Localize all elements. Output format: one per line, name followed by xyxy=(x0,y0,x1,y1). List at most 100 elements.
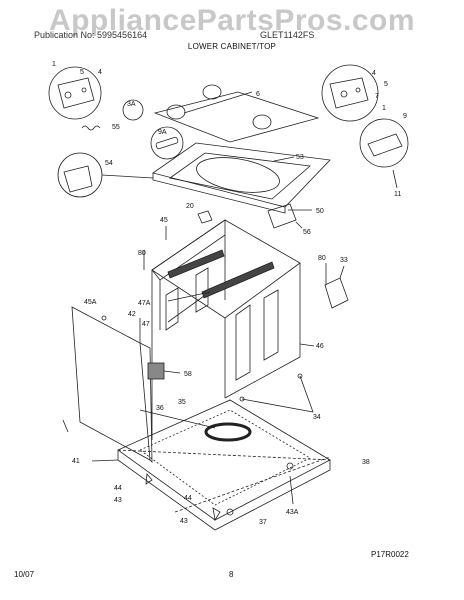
callout-7: 7 xyxy=(375,93,379,100)
front-panel-edge xyxy=(139,342,153,463)
callout-36: 36 xyxy=(156,405,164,412)
callout-4-right: 4 xyxy=(372,70,376,77)
callout-55: 55 xyxy=(112,124,120,131)
callout-47a: 47A xyxy=(138,300,151,307)
bracket-33 xyxy=(324,277,349,309)
part-3a-circle xyxy=(122,99,144,121)
model-number: GLET1142FS xyxy=(260,30,315,40)
callout-6: 6 xyxy=(256,91,260,98)
foot-37 xyxy=(226,508,234,516)
cabinet-back-top xyxy=(151,219,226,281)
latch-detail-right xyxy=(359,118,409,168)
leader-6 xyxy=(183,91,253,114)
base-edge xyxy=(117,450,331,531)
callout-5: 5 xyxy=(80,69,84,76)
callout-1: 1 xyxy=(52,61,56,68)
callout-46: 46 xyxy=(316,343,324,350)
callout-53: 53 xyxy=(296,154,304,161)
callout-4: 4 xyxy=(98,69,102,76)
callout-54: 54 xyxy=(105,160,113,167)
cabinet-top-inner xyxy=(169,152,311,200)
callout-41: 41 xyxy=(72,458,80,465)
callout-11: 11 xyxy=(394,191,401,198)
callout-80-left: 80 xyxy=(138,250,146,257)
part-9a-detail xyxy=(150,126,184,160)
hinge-bracket-right xyxy=(329,77,369,109)
cabinet-top xyxy=(152,142,331,208)
foot-43a xyxy=(286,462,294,470)
callout-56: 56 xyxy=(303,229,311,236)
part-50 xyxy=(267,203,297,229)
callout-9: 9 xyxy=(403,113,407,120)
part-9a-strip xyxy=(155,136,179,150)
lid-hinge-knuckle-3 xyxy=(252,114,272,130)
leader-46 xyxy=(299,343,315,347)
lid-hinge-knuckle-2 xyxy=(202,84,222,100)
ring-35 xyxy=(204,422,252,442)
callout-43-left: 43 xyxy=(114,497,122,504)
strip-47a xyxy=(167,249,225,279)
leader-56 xyxy=(295,221,303,229)
leader-34-a xyxy=(299,375,314,413)
screw-41 xyxy=(62,419,69,433)
base-inner xyxy=(139,409,311,506)
hinge-detail-right xyxy=(321,64,379,122)
callout-45: 45 xyxy=(160,217,168,224)
callout-80-right: 80 xyxy=(318,255,326,262)
callout-9a: 9A xyxy=(158,129,167,136)
hinge-bracket-left xyxy=(57,77,95,109)
footer-date: 10/07 xyxy=(14,570,35,579)
leader-33 xyxy=(339,265,345,279)
leader-36 xyxy=(139,409,216,429)
callout-38: 38 xyxy=(362,459,370,466)
hinge-screw-right xyxy=(355,87,361,93)
dash-leader-38 xyxy=(117,449,331,461)
part-54 xyxy=(63,165,93,193)
callout-20: 20 xyxy=(186,203,194,210)
spring-55 xyxy=(81,125,101,131)
cabinet-top-opening xyxy=(196,157,280,193)
latch-part-9 xyxy=(367,133,403,157)
leader-47a xyxy=(167,291,211,302)
hinge-pin-left xyxy=(64,91,72,99)
callout-43a: 43A xyxy=(286,509,299,516)
leader-54 xyxy=(101,174,154,179)
bracket-20 xyxy=(197,210,213,224)
hinge-detail-left xyxy=(48,66,102,120)
callout-34: 34 xyxy=(313,414,321,421)
lid-hinge-knuckle-1 xyxy=(166,104,186,120)
callout-43-right: 43 xyxy=(180,518,188,525)
callout-58: 58 xyxy=(184,371,192,378)
leader-11 xyxy=(392,169,398,189)
callout-45a: 45A xyxy=(84,299,97,306)
hinge-screw-left xyxy=(81,87,87,93)
publication-number: Publication No: 5995456164 xyxy=(34,30,148,40)
callout-33: 33 xyxy=(340,257,348,264)
callout-3a: 3A xyxy=(127,101,136,108)
callout-47: 47 xyxy=(142,321,150,328)
cabinet-right-bottom xyxy=(224,356,301,399)
cabinet-top-edge xyxy=(152,173,286,214)
back-panel-recess-2 xyxy=(195,267,209,313)
side-panel-recess-1 xyxy=(235,304,251,381)
leader-41 xyxy=(91,459,119,462)
leader-34-b xyxy=(241,398,314,413)
side-panel-recess-2 xyxy=(263,289,279,361)
diagram-code: P17R0022 xyxy=(371,550,409,559)
callout-42: 42 xyxy=(128,311,136,318)
lid-panel xyxy=(153,91,320,143)
dash-leader-43 xyxy=(174,456,331,513)
callout-44-right: 44 xyxy=(184,495,192,502)
footer-page-number: 8 xyxy=(229,570,234,579)
screw-45a xyxy=(101,315,107,321)
leader-47 xyxy=(167,295,205,323)
strip-47 xyxy=(201,261,275,299)
leader-58 xyxy=(163,370,181,374)
leader-43a xyxy=(289,475,294,505)
foot-44-right xyxy=(212,507,221,522)
front-panel xyxy=(71,306,151,461)
callout-35: 35 xyxy=(178,399,186,406)
callout-50: 50 xyxy=(316,208,324,215)
callout-1-right: 1 xyxy=(382,105,386,112)
